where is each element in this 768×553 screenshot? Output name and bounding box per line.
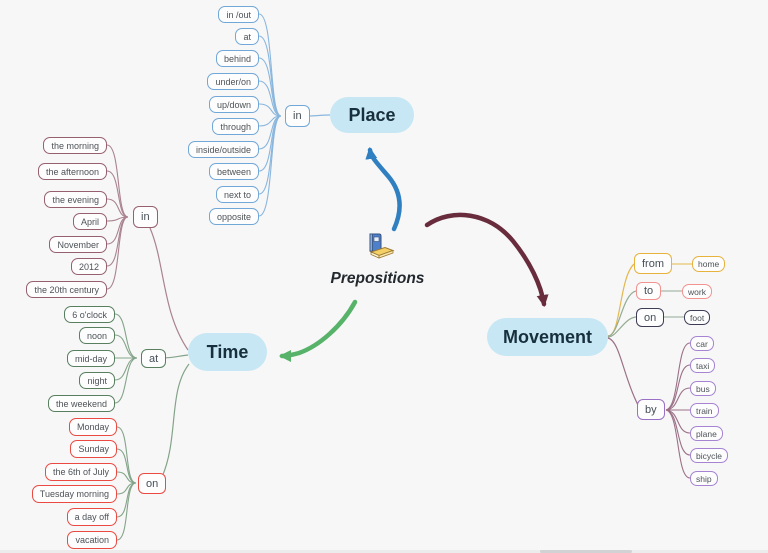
time-on-leaf[interactable]: Sunday bbox=[70, 440, 117, 458]
time-in-connectors bbox=[106, 144, 189, 351]
place-leaf[interactable]: inside/outside bbox=[187, 141, 259, 158]
time-in-leaf[interactable]: the morning bbox=[43, 137, 107, 154]
time-in-leaf[interactable]: 2012 bbox=[70, 258, 107, 275]
place-leaf[interactable]: under/on bbox=[207, 73, 259, 90]
time-in-leaf[interactable]: April bbox=[72, 213, 107, 230]
horizontal-scrollbar-track bbox=[0, 550, 768, 553]
arrow-to-time[interactable] bbox=[279, 299, 358, 362]
movement-leaf-home[interactable]: home bbox=[692, 256, 726, 272]
topic-time[interactable]: Time bbox=[188, 333, 267, 371]
place-leaf[interactable]: opposite bbox=[208, 208, 259, 225]
movement-by-connectors bbox=[665, 342, 691, 479]
topic-place[interactable]: Place bbox=[330, 97, 414, 133]
movement-by-leaf[interactable]: plane bbox=[690, 426, 723, 441]
time-at-leaf[interactable]: the weekend bbox=[47, 395, 115, 412]
time-at-leaf[interactable]: mid-day bbox=[66, 350, 115, 367]
horizontal-scrollbar-thumb[interactable] bbox=[540, 550, 632, 553]
time-on-leaf[interactable]: Tuesday morning bbox=[31, 485, 117, 503]
movement-by-leaf[interactable]: bus bbox=[690, 381, 716, 396]
time-in-leaf[interactable]: the 20th century bbox=[26, 281, 107, 298]
movement-by-leaf[interactable]: train bbox=[690, 403, 719, 418]
place-leaf[interactable]: next to bbox=[215, 186, 259, 203]
movement-hub-by[interactable]: by bbox=[637, 399, 665, 420]
time-on-leaf[interactable]: vacation bbox=[67, 531, 117, 549]
time-hub-on[interactable]: on bbox=[138, 473, 167, 494]
movement-hub-from[interactable]: from bbox=[634, 253, 672, 274]
arrow-to-place[interactable] bbox=[365, 147, 402, 232]
movement-leaf-work[interactable]: work bbox=[682, 284, 712, 299]
topic-place-label: Place bbox=[348, 104, 396, 125]
topic-movement-label: Movement bbox=[502, 326, 592, 347]
movement-by-leaf[interactable]: bicycle bbox=[690, 448, 728, 463]
time-at-leaf[interactable]: night bbox=[79, 372, 115, 389]
time-on-leaf[interactable]: the 6th of July bbox=[44, 463, 117, 481]
movement-by-leaf[interactable]: ship bbox=[690, 471, 718, 486]
movement-by-leaf[interactable]: taxi bbox=[690, 358, 716, 373]
topic-movement[interactable]: Movement bbox=[487, 318, 608, 356]
topic-time-label: Time bbox=[206, 341, 249, 362]
place-leaf[interactable]: through bbox=[212, 118, 259, 135]
books-icon bbox=[369, 233, 394, 259]
movement-leaf-foot[interactable]: foot bbox=[684, 310, 711, 325]
time-in-leaf[interactable]: the evening bbox=[44, 191, 107, 208]
central-topic-label: Prepositions bbox=[330, 270, 425, 287]
time-in-leaf[interactable]: the afternoon bbox=[37, 163, 107, 180]
time-on-leaf[interactable]: a day off bbox=[66, 508, 117, 526]
place-leaf[interactable]: up/down bbox=[208, 96, 259, 113]
movement-hub-to[interactable]: to bbox=[636, 282, 662, 300]
place-leaf[interactable]: behind bbox=[215, 50, 259, 67]
place-leaf[interactable]: between bbox=[208, 163, 259, 180]
time-at-leaf[interactable]: noon bbox=[78, 327, 115, 344]
place-leaf[interactable]: in /out bbox=[218, 6, 259, 23]
time-hub-in[interactable]: in bbox=[133, 206, 158, 228]
time-hub-at[interactable]: at bbox=[141, 349, 167, 368]
time-on-leaf[interactable]: Monday bbox=[68, 418, 117, 436]
arrow-to-movement[interactable] bbox=[424, 212, 549, 307]
place-hub-in[interactable]: in bbox=[285, 105, 310, 127]
movement-by-leaf[interactable]: car bbox=[690, 336, 714, 351]
time-on-connectors bbox=[116, 363, 190, 541]
time-in-leaf[interactable]: November bbox=[49, 236, 107, 253]
place-leaf[interactable]: at bbox=[235, 28, 259, 45]
central-topic[interactable]: Prepositions bbox=[325, 231, 430, 288]
time-at-leaf[interactable]: 6 o'clock bbox=[64, 306, 115, 323]
movement-hub-on[interactable]: on bbox=[636, 308, 665, 327]
